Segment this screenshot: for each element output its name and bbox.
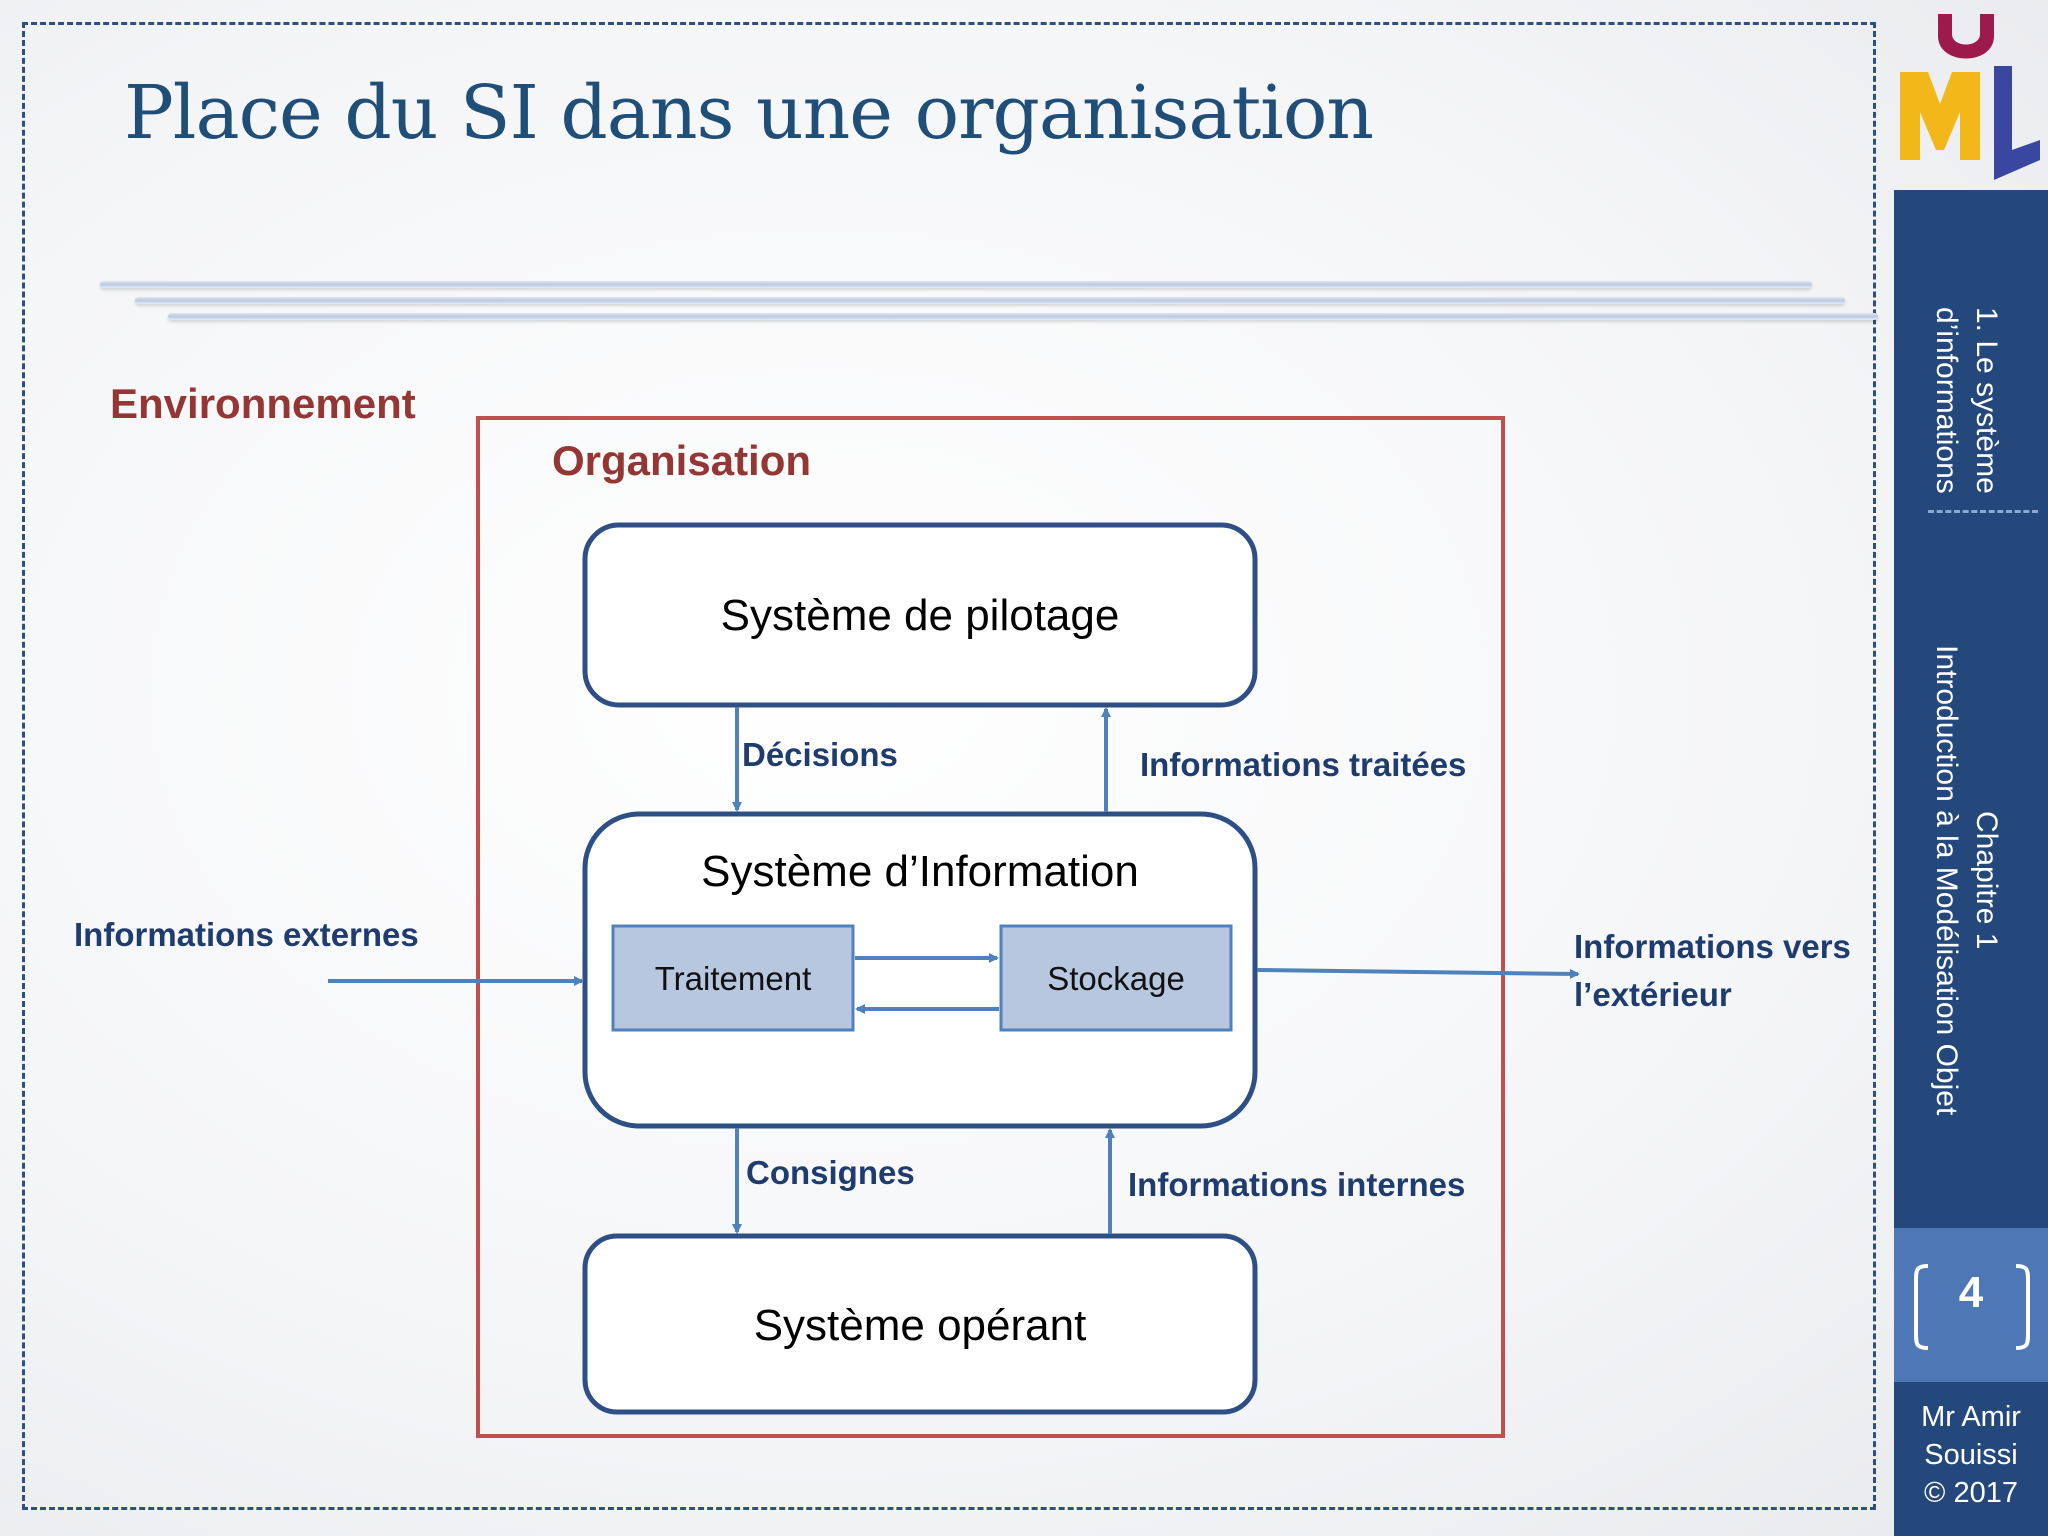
sidebar-section-label: 1. Le système d’informations [1930, 306, 2003, 494]
decisions-label: Décisions [742, 736, 898, 773]
informations-externes-label: Informations externes [74, 916, 419, 953]
author-credit: Mr Amir Souissi © 2017 [1921, 1401, 2021, 1509]
organisation-label: Organisation [552, 437, 811, 484]
title-underline [100, 281, 1812, 288]
pilotage-box [582, 522, 1258, 708]
logo-letter-u [1938, 14, 1994, 59]
slide-frame [22, 22, 1876, 1510]
stockage-label: Stockage [1047, 960, 1185, 997]
information-system-label: Système d’Information [701, 847, 1139, 896]
informations-vers-exterieur-label: Informations vers [1574, 928, 1851, 965]
sidebar-chapter-label: Chapitre 1 Introduction à la Modélisatio… [1930, 644, 2003, 1116]
page-number: 4 [1958, 1268, 1984, 1317]
page-number-brackets [1914, 1264, 2030, 1350]
operant-box [582, 1233, 1258, 1415]
traitement-label: Traitement [655, 960, 812, 997]
logo-letter-l [1994, 66, 2040, 180]
pilotage-label: Système de pilotage [721, 591, 1120, 640]
information-system-box [582, 811, 1258, 1129]
consignes-label: Consignes [746, 1154, 915, 1191]
informations-internes-label: Informations internes [1128, 1166, 1465, 1203]
operant-label: Système opérant [754, 1301, 1087, 1350]
logo-letter-m [1900, 72, 1980, 160]
traitement-box [611, 924, 855, 1032]
sidebar-divider [1928, 510, 2038, 513]
title-underline [135, 297, 1845, 304]
slide-title: Place du SI dans une organisation [124, 70, 1374, 156]
informations-vers-exterieur-label-line2: l’extérieur [1574, 976, 1732, 1013]
page-number-band [1894, 1228, 2048, 1382]
environment-label: Environnement [110, 380, 416, 427]
stockage-box [999, 924, 1233, 1032]
organisation-box [476, 416, 1505, 1438]
uml-logo [1900, 14, 2040, 180]
informations-traitees-label: Informations traitées [1140, 746, 1466, 783]
title-underline [168, 313, 1878, 320]
si-diagram: Environnement Organisation Système de pi… [74, 380, 1851, 1438]
arrow-informations-vers-exterieur [1256, 968, 1580, 979]
